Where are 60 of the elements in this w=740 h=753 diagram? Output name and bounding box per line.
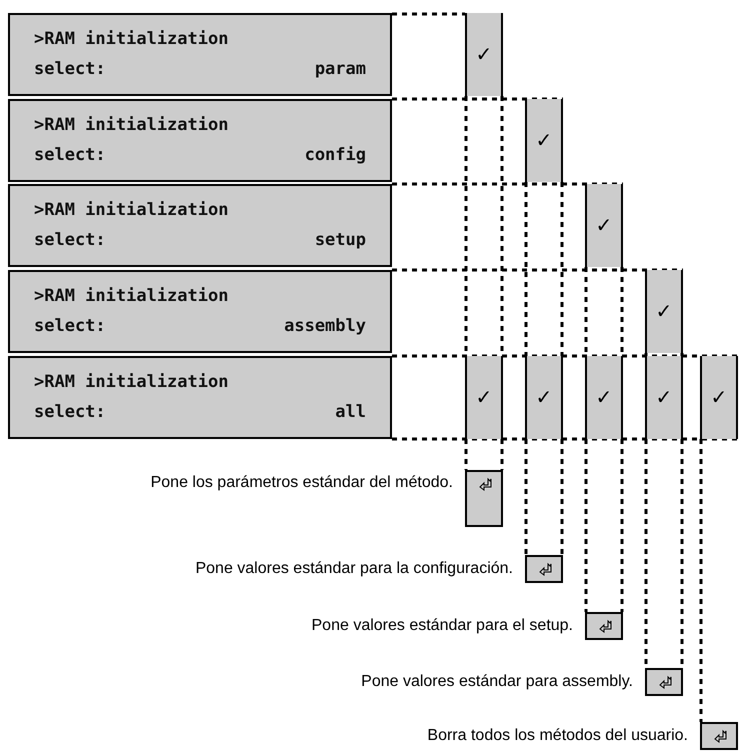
display-line: select: [34,58,106,81]
check-key [465,13,503,96]
dashed-connector [392,354,738,358]
display-line: assembly [284,315,366,338]
display-line: all [335,401,366,424]
check-mark: ✓ [476,44,492,64]
check-key [585,356,623,439]
dashed-connector [584,438,624,614]
display-line: >RAM initialization [34,114,230,137]
dashed-connector [644,352,684,358]
check-mark: ✓ [536,388,552,408]
description-text: Pone valores estándar para la configuración. [194,559,513,579]
check-key [585,184,623,267]
enter-key [585,612,623,640]
display-line: >RAM initialization [34,199,230,222]
display-line: select: [34,401,106,424]
check-key [525,99,563,182]
dashed-connector [464,438,504,472]
check-mark: ✓ [656,388,672,408]
check-mark: ✓ [596,388,612,408]
check-mark: ✓ [656,302,672,322]
dashed-connector [392,98,563,100]
dashed-connector [524,438,564,556]
lcd-display [8,13,392,96]
description-text: Pone valores estándar para el setup. [310,616,573,636]
check-key [645,270,683,353]
check-mark: ✓ [476,388,492,408]
dashed-connector [392,268,683,272]
dashed-connector [524,180,564,358]
lcd-display [8,356,392,439]
display-line: select: [34,229,106,252]
display-line: >RAM initialization [34,285,230,308]
dashed-connector [392,182,623,186]
enter-key [525,555,563,583]
display-line: param [314,58,366,81]
check-key [700,356,738,439]
display-line: >RAM initialization [34,371,230,394]
description-text: Borra todos los métodos del usuario. [426,726,688,746]
lcd-display [8,184,392,267]
description-text: Pone los parámetros estándar del método. [150,473,453,493]
enter-key [700,722,738,750]
check-key [645,356,683,439]
check-mark: ✓ [710,388,728,408]
check-mark: ✓ [536,130,552,150]
description-text: Pone valores estándar para assembly. [360,672,633,692]
enter-key [465,470,503,527]
lcd-display [8,99,392,182]
check-mark: ✓ [596,216,612,236]
check-key [465,356,503,439]
display-line: config [304,144,366,167]
check-key [525,356,563,439]
display-line: >RAM initialization [34,28,230,51]
lcd-display [8,270,392,353]
display-line: select: [34,144,106,167]
dashed-connector [392,12,465,16]
display-line: select: [34,315,106,338]
dashed-connector [700,439,702,722]
display-line: setup [314,229,366,252]
dashed-connector [392,438,738,440]
enter-key [645,668,683,696]
